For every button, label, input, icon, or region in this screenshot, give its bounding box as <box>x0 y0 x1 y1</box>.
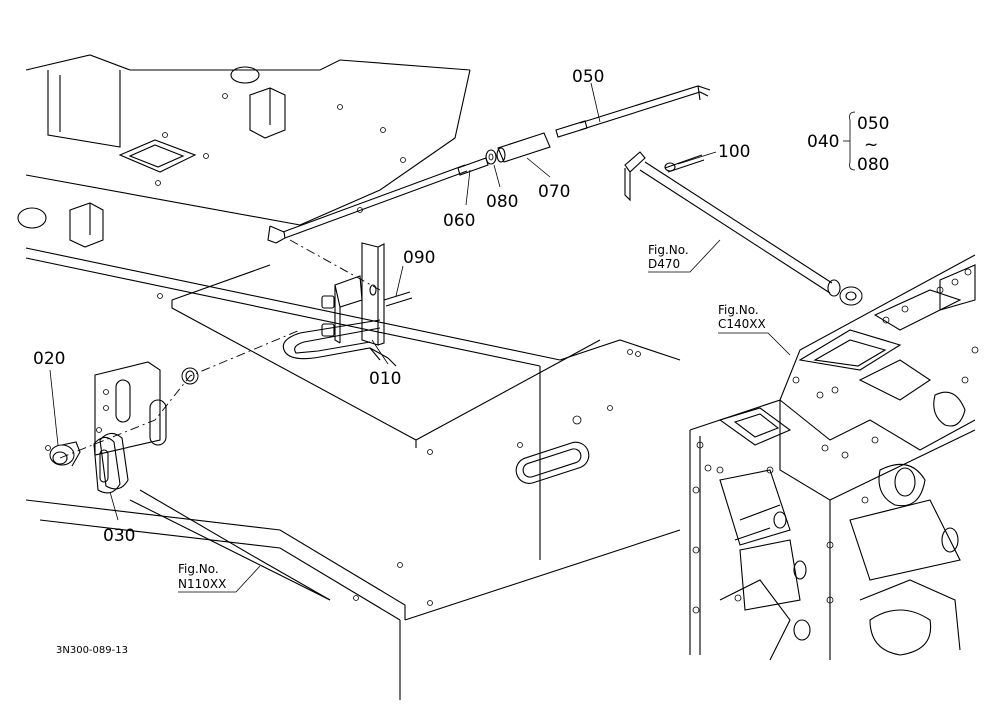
fig-ref-d470: D470 <box>648 257 680 271</box>
transmission-housing <box>689 254 979 661</box>
fig-ref-c140-prefix: Fig.No. <box>718 303 759 317</box>
label-090: 090 <box>403 248 435 268</box>
fig-ref-c140: C140XX <box>718 317 766 331</box>
label-range-tilde: ~ <box>864 135 878 155</box>
drawing-code: 3N300-089-13 <box>56 645 128 656</box>
fig-ref-n110: N110XX <box>178 577 226 591</box>
label-050: 050 <box>572 67 604 87</box>
figure-references: Fig.No. D470 Fig.No. C140XX Fig.No. N110… <box>178 243 766 591</box>
fig-ref-d470-prefix: Fig.No. <box>648 243 689 257</box>
label-030: 030 <box>103 526 135 546</box>
part-labels: 050 060 080 070 100 090 010 020 030 040 … <box>33 67 889 546</box>
fig-ref-n110-prefix: Fig.No. <box>178 562 219 576</box>
lever-bracket-010 <box>282 242 413 367</box>
leader-lines <box>49 82 856 593</box>
label-100: 100 <box>718 142 750 162</box>
pivot-assembly <box>49 361 199 494</box>
label-010: 010 <box>369 369 401 389</box>
assembly-axis <box>59 239 381 459</box>
label-range-end: 080 <box>857 155 889 175</box>
label-020: 020 <box>33 349 65 369</box>
label-040: 040 <box>807 132 839 152</box>
label-080: 080 <box>486 192 518 212</box>
label-070: 070 <box>538 182 570 202</box>
floor-panel <box>17 54 681 700</box>
label-range-start: 050 <box>857 114 889 134</box>
control-rod-assembly <box>267 85 863 306</box>
label-060: 060 <box>443 211 475 231</box>
